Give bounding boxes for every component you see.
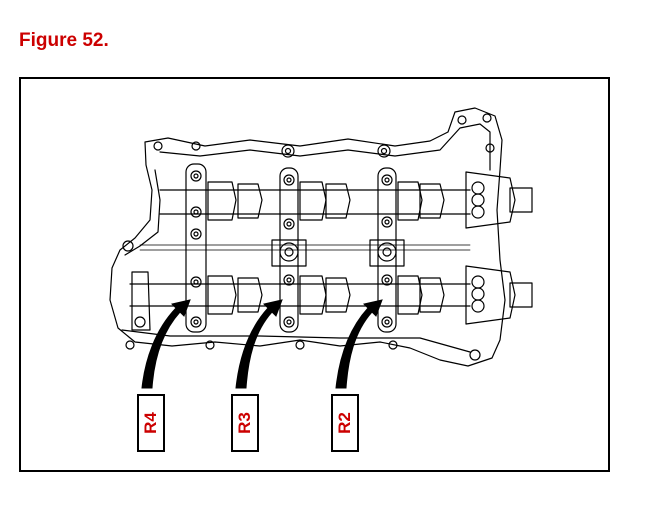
callout-r2: R2 xyxy=(331,394,359,452)
arrow-r4 xyxy=(141,299,191,389)
figure-title: Figure 52. xyxy=(19,30,109,51)
arrow-r2 xyxy=(335,299,383,389)
upper-camshaft xyxy=(159,189,471,215)
callout-r3-label: R3 xyxy=(235,412,254,434)
callout-r4: R4 xyxy=(137,394,165,452)
diagram-frame xyxy=(19,77,610,472)
callout-r3: R3 xyxy=(231,394,259,452)
callout-r2-label: R2 xyxy=(335,412,354,434)
bearing-cap-r4 xyxy=(185,163,207,333)
arrow-r3 xyxy=(235,299,283,389)
cylinder-head-outline xyxy=(109,107,506,367)
callout-r4-label: R4 xyxy=(141,412,160,434)
